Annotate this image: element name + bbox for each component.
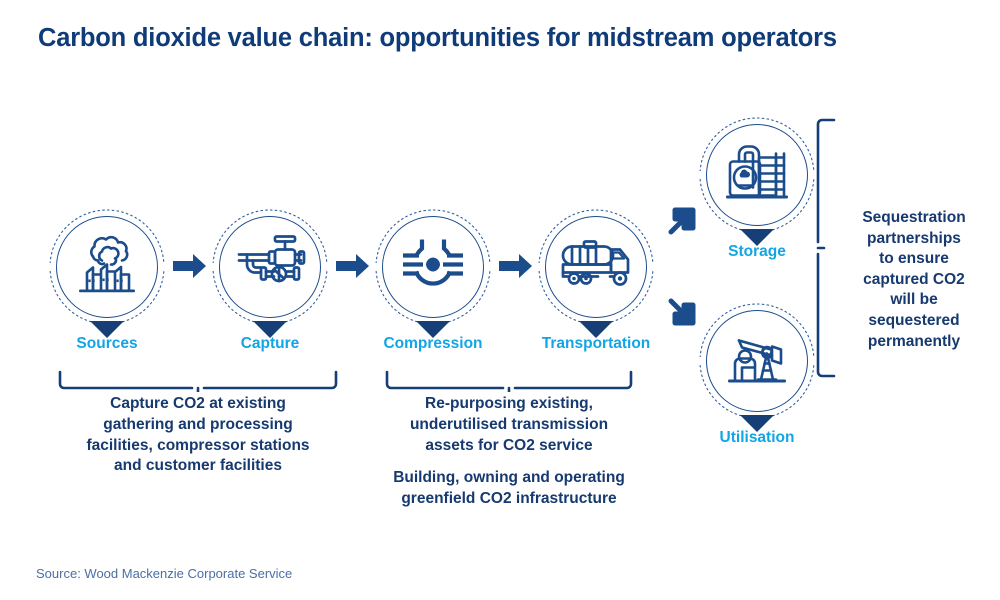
stage-node-transportation[interactable]: Transportation bbox=[538, 209, 654, 352]
stage-label-storage: Storage bbox=[728, 243, 786, 260]
stage-node-capture[interactable]: Capture bbox=[212, 209, 328, 352]
caption-downstream-line-1: Sequestration bbox=[862, 209, 966, 226]
stage-label-compression: Compression bbox=[383, 335, 483, 352]
stage-node-sources[interactable]: Sources bbox=[49, 209, 165, 352]
oil-pumpjack-icon bbox=[722, 327, 792, 396]
stage-pointer bbox=[740, 229, 774, 246]
caption-upstream-line-1: Capture CO2 at existing bbox=[110, 395, 286, 412]
inner-ring bbox=[545, 216, 647, 318]
caption-downstream-line-6: sequestered bbox=[868, 312, 960, 330]
co2-storage-tank-icon bbox=[722, 140, 792, 211]
caption-downstream: Sequestration partnerships to ensure cap… bbox=[838, 208, 990, 352]
caption-midstream-p1-line-2: underutilised transmission bbox=[409, 415, 609, 433]
tanker-truck-icon bbox=[558, 236, 634, 299]
stage-node-storage[interactable]: Storage bbox=[699, 117, 815, 260]
stage-pointer bbox=[90, 321, 124, 338]
inner-ring bbox=[706, 310, 808, 412]
caption-midstream-p1-line-3: assets for CO2 service bbox=[425, 436, 593, 454]
arrow-sources-to-capture bbox=[171, 250, 209, 287]
caption-upstream-line-4: and customer facilities bbox=[114, 457, 282, 475]
arrow-capture-to-compression bbox=[334, 250, 372, 287]
caption-midstream-p2-line-2: greenfield CO2 infrastructure bbox=[401, 490, 617, 508]
bracket-upstream bbox=[58, 370, 338, 397]
arrow-compression-to-transportation bbox=[497, 250, 535, 287]
caption-midstream: Re-purposing existing, underutilised tra… bbox=[369, 394, 649, 510]
bracket-midstream bbox=[385, 370, 633, 397]
caption-downstream-line-7: permanently bbox=[867, 332, 961, 350]
inner-ring bbox=[219, 216, 321, 318]
bracket-downstream bbox=[816, 118, 838, 383]
dashed-ring-outer bbox=[699, 303, 815, 419]
caption-downstream-line-4: captured CO2 bbox=[863, 270, 965, 288]
caption-midstream-spacer bbox=[369, 456, 649, 468]
caption-downstream-line-3: to ensure bbox=[879, 250, 949, 268]
stage-pointer bbox=[416, 321, 450, 338]
stage-label-transportation: Transportation bbox=[541, 335, 651, 352]
caption-upstream-line-3: facilities, compressor stations bbox=[86, 436, 310, 454]
caption-downstream-line-2: partnerships bbox=[867, 229, 961, 247]
stage-pointer bbox=[579, 321, 613, 338]
source-note: Source: Wood Mackenzie Corporate Service bbox=[36, 566, 293, 581]
dashed-ring-outer bbox=[212, 209, 328, 325]
dashed-ring-outer bbox=[538, 209, 654, 325]
arrow-transportation-to-utilisation bbox=[660, 296, 698, 339]
stage-node-utilisation[interactable]: Utilisation bbox=[699, 303, 815, 446]
stage-node-compression[interactable]: Compression bbox=[375, 209, 491, 352]
page-title: Carbon dioxide value chain: opportunitie… bbox=[38, 24, 837, 52]
caption-upstream-line-2: gathering and processing bbox=[103, 415, 293, 433]
caption-upstream: Capture CO2 at existing gathering and pr… bbox=[58, 394, 338, 477]
dashed-ring-outer bbox=[699, 117, 815, 233]
caption-downstream-line-5: will be bbox=[890, 291, 938, 309]
stage-pointer bbox=[253, 321, 287, 338]
caption-midstream-p2-line-1: Building, owning and operating bbox=[393, 469, 625, 487]
stage-pointer bbox=[740, 415, 774, 432]
stage-label-utilisation: Utilisation bbox=[719, 429, 795, 446]
factory-smokestacks-icon bbox=[71, 230, 143, 305]
inner-ring bbox=[56, 216, 158, 318]
compressor-manifold-icon bbox=[397, 232, 469, 303]
stage-label-capture: Capture bbox=[240, 335, 300, 352]
caption-midstream-p1-line-1: Re-purposing existing, bbox=[425, 395, 593, 412]
pipe-valve-icon bbox=[233, 232, 307, 303]
arrow-transportation-to-storage bbox=[660, 199, 698, 242]
dashed-ring-outer bbox=[49, 209, 165, 325]
stage-label-sources: Sources bbox=[76, 335, 138, 352]
dashed-ring-outer bbox=[375, 209, 491, 325]
